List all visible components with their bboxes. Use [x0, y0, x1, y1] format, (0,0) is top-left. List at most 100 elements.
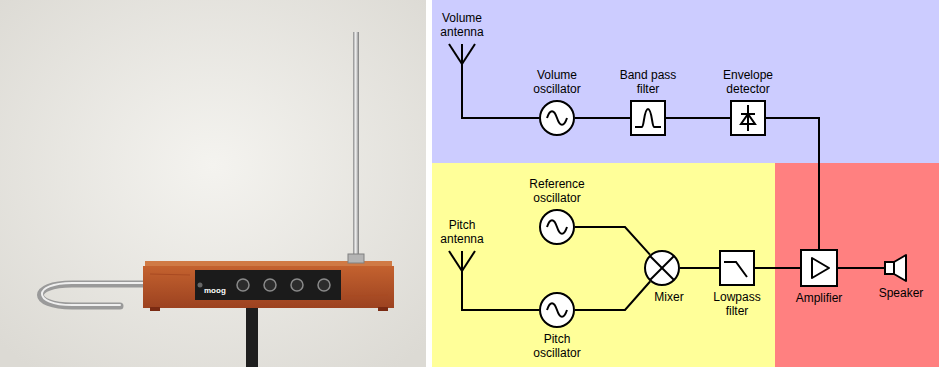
label-text: Pitch oscillator: [522, 332, 592, 360]
sine-glyph: [547, 220, 567, 234]
volume-region: [432, 0, 939, 163]
panel-knob: [264, 279, 276, 291]
wood-grain: [345, 295, 388, 296]
antenna-symbol: Pitch antenna: [448, 250, 476, 272]
oscillator-circle: [540, 210, 574, 244]
signal-wire: [575, 282, 650, 310]
signal-wire: [666, 117, 730, 119]
block-label: Amplifier: [779, 291, 859, 305]
block-outline: [731, 101, 765, 135]
antenna-symbol-shape: [448, 250, 476, 272]
block-label: Mixer: [644, 290, 694, 304]
lowpass-filter-box-shape: [719, 250, 755, 286]
antenna-mount: [348, 254, 364, 263]
diode-triangle: [741, 114, 755, 124]
mixer-symbol: Mixer: [644, 250, 680, 286]
label-text: Volume antenna: [432, 11, 492, 39]
oscillator-circle: [540, 293, 574, 327]
label-text: Envelope detector: [713, 68, 783, 96]
antenna-stem: [461, 251, 463, 272]
panel-jack: [198, 283, 203, 288]
speaker-symbol: Speaker: [884, 254, 918, 282]
block-label: Volume antenna: [432, 11, 492, 39]
antenna-stem: [461, 44, 463, 65]
antenna-arm: [462, 44, 475, 64]
block-label: Band pass filter: [613, 68, 683, 96]
oscillator-circle: [540, 101, 574, 135]
oscillator-symbol-shape: [539, 292, 575, 328]
cross-glyph: [650, 256, 674, 280]
wood-cabinet: [143, 266, 394, 308]
signal-wire: [755, 267, 800, 269]
label-text: Volume oscillator: [522, 68, 592, 96]
antenna-arm: [449, 44, 462, 64]
band-pass-filter-box: Band pass filter: [630, 100, 666, 136]
signal-wire: [575, 117, 630, 119]
front-panel: [195, 270, 341, 300]
sine-glyph: [547, 303, 567, 317]
pitch-region: [432, 163, 775, 367]
label-text: Speaker: [871, 286, 931, 300]
loop-antenna: [41, 284, 151, 306]
oscillator-symbol: Reference oscillator: [539, 209, 575, 245]
mixer-circle: [645, 251, 679, 285]
speaker-cone: [894, 255, 906, 281]
oscillator-symbol-shape: [539, 209, 575, 245]
signal-wire: [680, 267, 719, 269]
block-outline: [801, 250, 837, 286]
brand-logo: moog: [204, 286, 226, 295]
speaker-symbol-shape: [884, 254, 918, 282]
block-label: Envelope detector: [713, 68, 783, 96]
diode-bar: [741, 113, 755, 115]
label-text: Mixer: [644, 290, 694, 304]
signal-wire: [838, 267, 884, 269]
lowpass-filter-box: Lowpass filter: [719, 250, 755, 286]
stand-pole: [246, 300, 258, 367]
panel-knob: [291, 279, 303, 291]
speaker-magnet: [885, 262, 894, 274]
amplifier-box-shape: [800, 249, 838, 287]
cabinet-foot: [150, 307, 160, 311]
diode-wire: [747, 105, 749, 131]
block-label: Reference oscillator: [522, 177, 592, 205]
block-outline: [631, 101, 665, 135]
block-label: Volume oscillator: [522, 68, 592, 96]
block-label: Lowpass filter: [707, 290, 767, 318]
cabinet-foot: [378, 307, 388, 311]
band-pass-filter-box-shape: [630, 100, 666, 136]
envelope-detector-box: Envelope detector: [730, 100, 766, 136]
antenna-symbol: Volume antenna: [448, 43, 476, 65]
oscillator-symbol: Volume oscillator: [539, 100, 575, 136]
band-pass-glyph: [635, 109, 661, 127]
panel-knob: [318, 279, 330, 291]
label-text: Band pass filter: [613, 68, 683, 96]
block-label: Pitch antenna: [432, 218, 492, 246]
lowpass-glyph: [724, 262, 747, 277]
label-text: Reference oscillator: [522, 177, 592, 205]
pitch-rod-antenna: [353, 32, 359, 258]
block-label: Speaker: [871, 286, 931, 300]
panel-knob: [237, 279, 249, 291]
block-label: Pitch oscillator: [522, 332, 592, 360]
antenna-arm: [462, 251, 475, 271]
output-region: [775, 163, 939, 367]
amplifier-box: Amplifier: [800, 249, 838, 287]
signal-wire: [462, 65, 539, 118]
oscillator-symbol-shape: [539, 100, 575, 136]
photo-background: [0, 0, 426, 367]
oscillator-symbol: Pitch oscillator: [539, 292, 575, 328]
envelope-detector-box-shape: [730, 100, 766, 136]
block-outline: [720, 251, 754, 285]
signal-wire: [766, 118, 819, 249]
cross-glyph: [650, 256, 674, 280]
loop-antenna-highlight: [42, 283, 150, 305]
label-text: Pitch antenna: [432, 218, 492, 246]
theremin-photo: [0, 0, 426, 367]
label-text: Amplifier: [779, 291, 859, 305]
sine-glyph: [547, 111, 567, 125]
amplifier-triangle: [812, 258, 829, 278]
